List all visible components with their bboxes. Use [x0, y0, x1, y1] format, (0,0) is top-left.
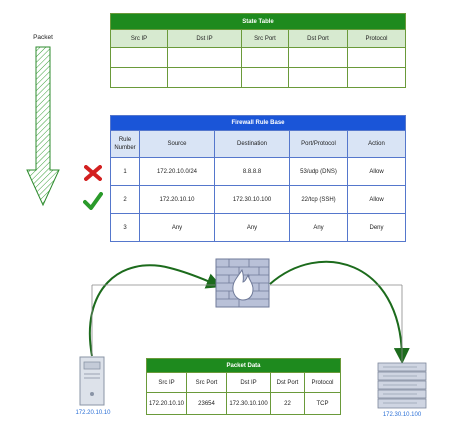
rule-3-source: Any: [139, 213, 215, 242]
rule-1-number: 1: [110, 157, 140, 186]
packet-src-port: 23654: [186, 392, 227, 415]
packet-src-ip: 172.20.10.10: [146, 392, 187, 415]
firewall-rule-base-table: Firewall Rule Base Rule Number Source De…: [109, 115, 407, 242]
source-host-label: 172.20.10.10: [75, 410, 111, 416]
table-row: 3 Any Any Any Deny: [110, 213, 407, 242]
table-row: 172.20.10.10 23654 172.30.10.100 22 TCP: [146, 392, 342, 415]
destination-server-icon: [377, 362, 427, 409]
deny-x-icon: [84, 165, 102, 181]
packet-header-dst-port: Dst Port: [270, 372, 305, 393]
packet-arrow-icon: [26, 46, 60, 207]
flow-arrow-firewall-to-destination: [269, 260, 410, 364]
rule-3-destination: Any: [214, 213, 290, 242]
state-table: State Table Src IP Dst IP Src Port Dst P…: [110, 13, 406, 88]
rule-header-source: Source: [139, 130, 215, 158]
table-row: 1 172.20.10.0/24 8.8.8.8 53/udp (DNS) Al…: [110, 157, 407, 186]
packet-header-src-ip: Src IP: [146, 372, 187, 393]
packet-header-src-port: Src Port: [186, 372, 227, 393]
state-header-protocol: Protocol: [347, 29, 406, 48]
rule-1-destination: 8.8.8.8: [214, 157, 290, 186]
destination-host-label: 172.30.10.100: [382, 412, 422, 418]
state-table-title: State Table: [110, 13, 406, 30]
packet-data-title: Packet Data: [145, 358, 342, 373]
state-header-src-port: Src Port: [241, 29, 289, 48]
flow-arrow-source-to-firewall: [88, 264, 223, 357]
table-row: [110, 67, 406, 88]
packet-data-table: Packet Data Src IP Src Port Dst IP Dst P…: [145, 358, 342, 415]
rule-3-port: Any: [289, 213, 348, 242]
rule-header-port-protocol: Port/Protocol: [289, 130, 348, 158]
packet-protocol: TCP: [303, 392, 342, 415]
packet-label: Packet: [33, 34, 53, 41]
allow-check-icon: [83, 192, 103, 210]
rule-1-port: 53/udp (DNS): [289, 157, 348, 186]
packet-header-protocol: Protocol: [303, 372, 342, 393]
state-header-src-ip: Src IP: [110, 29, 168, 48]
rule-header-destination: Destination: [214, 130, 290, 158]
source-server-icon: [79, 356, 105, 406]
table-row: [110, 47, 406, 68]
rule-2-action: Allow: [346, 185, 407, 214]
rule-header-action: Action: [346, 130, 407, 158]
rule-3-action: Deny: [346, 213, 407, 242]
packet-dst-port: 22: [270, 392, 305, 415]
packet-dst-ip: 172.30.10.100: [226, 392, 271, 415]
state-header-dst-port: Dst Port: [288, 29, 348, 48]
firewall-icon: [215, 258, 270, 308]
packet-header-dst-ip: Dst IP: [226, 372, 271, 393]
